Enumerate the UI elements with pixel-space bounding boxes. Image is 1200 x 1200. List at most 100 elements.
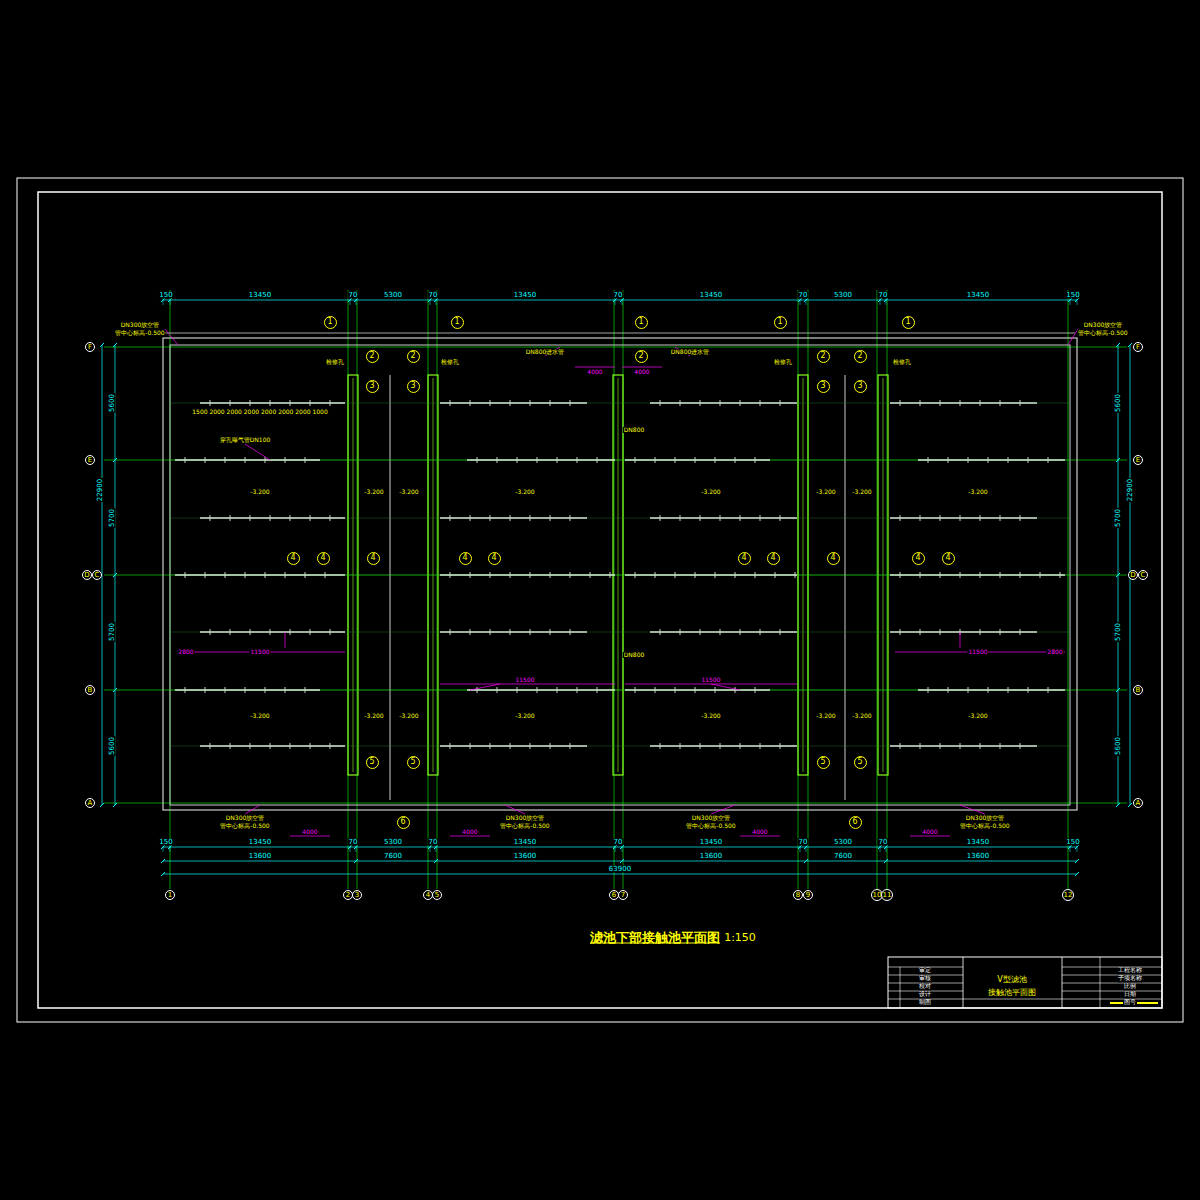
callout-number: 1 bbox=[902, 316, 915, 329]
dimension-text: 150 bbox=[1065, 292, 1080, 299]
axis-line bbox=[437, 290, 438, 889]
dimension-text: 4000 bbox=[461, 829, 478, 835]
dimension-text: 5700 bbox=[1115, 508, 1122, 528]
axis-bubble: 7 bbox=[618, 890, 628, 900]
bubble-text: 3 bbox=[857, 382, 862, 390]
callout-number: 3 bbox=[817, 380, 830, 393]
bubble-text: 4 bbox=[830, 554, 835, 562]
dimension-text: 13600 bbox=[699, 853, 723, 860]
axis-bubble: A bbox=[85, 798, 95, 808]
bubble-text: 5 bbox=[435, 892, 439, 899]
pipe-axis bbox=[170, 690, 1070, 691]
callout-number: 1 bbox=[774, 316, 787, 329]
bubble-text: 5 bbox=[820, 758, 825, 766]
dimension-text: 70 bbox=[878, 839, 889, 846]
axis-bubble: 3 bbox=[352, 890, 362, 900]
dimension-line bbox=[163, 874, 1077, 875]
dimension-text: 5600 bbox=[109, 393, 116, 413]
axis-line bbox=[104, 690, 1127, 691]
dimension-tick bbox=[1075, 872, 1079, 876]
dimension-text: 13450 bbox=[513, 839, 537, 846]
annotation-text: DN300放空管 bbox=[120, 322, 161, 328]
dimension-text: 70 bbox=[613, 839, 624, 846]
bubble-text: 2 bbox=[857, 352, 862, 360]
annotation-text: 设计 bbox=[918, 992, 932, 998]
dimension-text: 5300 bbox=[383, 839, 403, 846]
annotation-text: 图号 bbox=[1123, 1000, 1137, 1006]
annotation-text: 1500 2000 2000 2000 2000 2000 2000 1000 bbox=[191, 409, 329, 415]
dimension-text: 5700 bbox=[1115, 622, 1122, 642]
dimension-text: 70 bbox=[798, 839, 809, 846]
dimension-text: 4000 bbox=[633, 369, 650, 375]
bubble-text: 1 bbox=[638, 318, 643, 326]
bubble-text: 3 bbox=[355, 892, 359, 899]
dimension-tick bbox=[1075, 859, 1079, 863]
callout-number: 4 bbox=[488, 552, 501, 565]
axis-bubble: D bbox=[1128, 570, 1138, 580]
dimension-text: 70 bbox=[613, 292, 624, 299]
inner-frame bbox=[38, 192, 1162, 1008]
bubble-text: 9 bbox=[806, 892, 810, 899]
leader-line bbox=[245, 805, 260, 814]
dimension-text: 4000 bbox=[921, 829, 938, 835]
dimension-text: 13450 bbox=[513, 292, 537, 299]
axis-line bbox=[887, 290, 888, 889]
dimension-line bbox=[163, 847, 1077, 848]
bubble-text: 2 bbox=[369, 352, 374, 360]
callout-number: 5 bbox=[366, 756, 379, 769]
annotation-text: 审核 bbox=[918, 976, 932, 982]
annotation-text: -3.200 bbox=[398, 489, 419, 495]
callout-number: 2 bbox=[817, 350, 830, 363]
dimension-text: 11500 bbox=[249, 649, 270, 655]
callout-number: 5 bbox=[817, 756, 830, 769]
leader-line bbox=[505, 805, 525, 814]
pipe-axis bbox=[170, 746, 1070, 747]
bubble-text: 2 bbox=[346, 892, 350, 899]
annotation-text: 审定 bbox=[918, 968, 932, 974]
pipe-axis bbox=[170, 518, 1070, 519]
callout-number: 3 bbox=[366, 380, 379, 393]
dimension-text: 13450 bbox=[248, 292, 272, 299]
annotation-text: -3.200 bbox=[700, 489, 721, 495]
bubble-text: 3 bbox=[820, 382, 825, 390]
dimension-tick bbox=[100, 803, 104, 807]
bubble-text: E bbox=[88, 457, 92, 464]
axis-line bbox=[877, 290, 878, 889]
dimension-text: 70 bbox=[348, 839, 359, 846]
dimension-tick bbox=[161, 859, 165, 863]
axis-line bbox=[614, 290, 615, 889]
axis-bubble: 12 bbox=[1062, 889, 1074, 901]
bubble-text: 4 bbox=[462, 554, 467, 562]
annotation-text: 管中心标高-0.500 bbox=[959, 823, 1010, 829]
outer-frame bbox=[17, 178, 1183, 1022]
bubble-text: 2 bbox=[638, 352, 643, 360]
annotation-text: V型滤池 bbox=[996, 976, 1027, 984]
annotation-text: 接触池平面图 bbox=[987, 989, 1037, 997]
bubble-text: F bbox=[1136, 344, 1140, 351]
dimension-text: 63900 bbox=[608, 866, 632, 873]
bubble-text: 5 bbox=[410, 758, 415, 766]
bubble-text: 12 bbox=[1064, 892, 1073, 899]
axis-bubble: F bbox=[85, 342, 95, 352]
title-block-line bbox=[900, 967, 901, 1008]
axis-bubble: 5 bbox=[432, 890, 442, 900]
dimension-tick bbox=[1116, 458, 1120, 462]
bubble-text: 3 bbox=[410, 382, 415, 390]
dimension-text: 70 bbox=[878, 292, 889, 299]
annotation-text: 校对 bbox=[918, 984, 932, 990]
dimension-tick bbox=[1116, 343, 1120, 347]
bubble-text: 4 bbox=[915, 554, 920, 562]
axis-line bbox=[104, 347, 1127, 348]
annotation-text: -3.200 bbox=[514, 713, 535, 719]
annotation-text: -3.200 bbox=[249, 713, 270, 719]
dimension-tick bbox=[1116, 573, 1120, 577]
annotation-text: 检修孔 bbox=[440, 359, 460, 365]
callout-number: 1 bbox=[324, 316, 337, 329]
annotation-text: 管中心标高-0.500 bbox=[499, 823, 550, 829]
leader-line bbox=[165, 329, 178, 345]
dimension-tick bbox=[1116, 688, 1120, 692]
axis-bubble: A bbox=[1133, 798, 1143, 808]
bubble-text: 4 bbox=[426, 892, 430, 899]
annotation-text: 子项名称 bbox=[1117, 976, 1143, 982]
